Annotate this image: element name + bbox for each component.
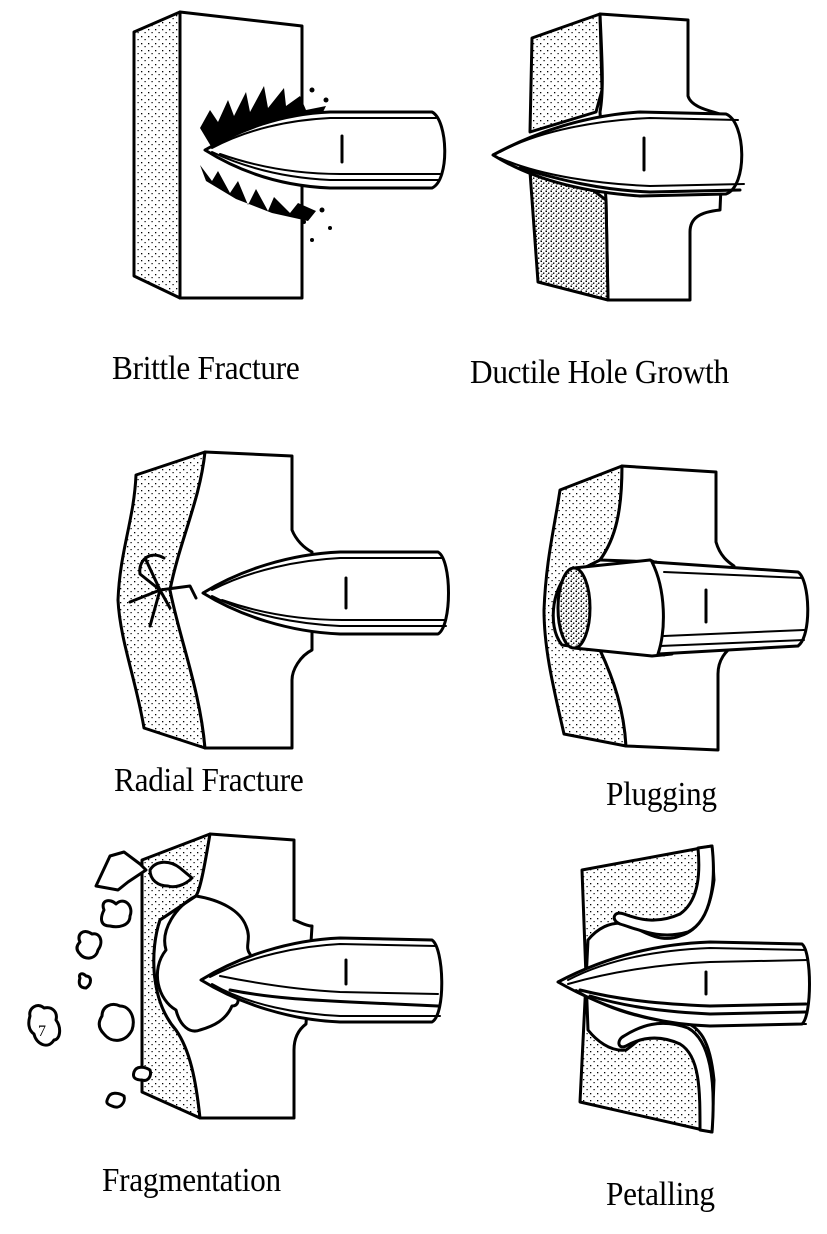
radial-fracture-illustration xyxy=(116,450,450,750)
target-plate xyxy=(132,10,304,300)
caption-radial-fracture: Radial Fracture xyxy=(114,762,304,799)
projectile xyxy=(556,940,811,1028)
caption-petalling: Petalling xyxy=(606,1176,715,1213)
projectile xyxy=(201,550,450,636)
caption-fragmentation: Fragmentation xyxy=(102,1162,281,1199)
projectile xyxy=(199,936,444,1024)
panel-petalling: Petalling xyxy=(540,840,827,1230)
plug xyxy=(556,558,674,658)
radial-cracks xyxy=(128,553,198,628)
caption-ductile-hole-growth: Ductile Hole Growth xyxy=(470,354,729,391)
caption-brittle-fracture: Brittle Fracture xyxy=(112,350,300,387)
panel-ductile-hole-growth: Ductile Hole Growth xyxy=(0,0,827,400)
lower-petal xyxy=(617,1021,715,1134)
debris-fragments: 7 xyxy=(27,850,194,1109)
projectile xyxy=(650,560,810,656)
panel-fragmentation: 7 Fragmentation xyxy=(0,830,460,1230)
panel-brittle-fracture: Brittle Fracture xyxy=(0,0,447,400)
upper-petal xyxy=(612,844,715,937)
panel-plugging: Plugging xyxy=(540,450,827,840)
caption-plugging: Plugging xyxy=(606,776,717,813)
petalling-illustration xyxy=(556,844,811,1134)
plugging-illustration xyxy=(542,464,810,752)
crater-outline xyxy=(155,894,252,1033)
panel-radial-fracture: Radial Fracture xyxy=(0,440,460,830)
projectile xyxy=(491,110,745,198)
projectile xyxy=(203,110,447,190)
fragment-mark: 7 xyxy=(38,1023,46,1040)
brittle-fracture-illustration xyxy=(132,10,447,300)
ductile-hole-growth-illustration xyxy=(491,12,745,302)
fragmentation-illustration: 7 xyxy=(27,832,444,1120)
